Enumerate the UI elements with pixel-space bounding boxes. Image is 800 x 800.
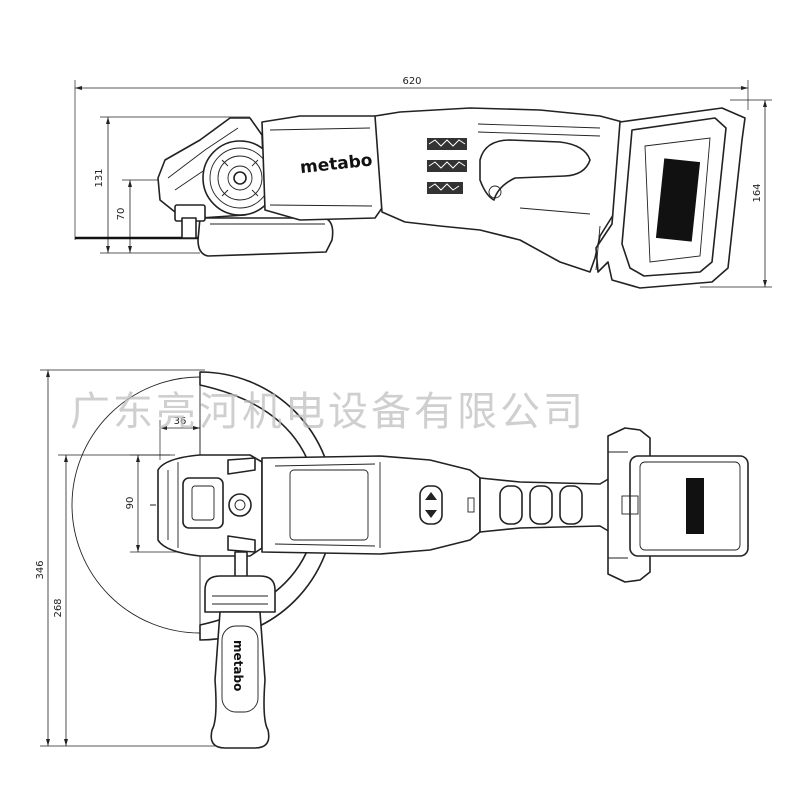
dim-131-label: 131 — [94, 168, 105, 187]
dim-164-label: 164 — [752, 183, 763, 202]
dim-36-label: 36 — [174, 416, 187, 427]
top-switch-button — [419, 485, 443, 525]
top-view: 346 268 36 90 — [35, 369, 749, 749]
top-motor-housing — [261, 455, 481, 555]
dim-90-label: 90 — [125, 497, 136, 510]
dim-70-label: 70 — [116, 208, 127, 221]
top-spindle-lock — [228, 493, 252, 517]
side-trigger — [479, 139, 591, 201]
company-watermark: 广东亮河机电设备有限公司 — [70, 389, 586, 435]
side-battery — [595, 107, 746, 289]
top-grip-pads — [499, 485, 583, 525]
dim-268-label: 268 — [53, 598, 64, 617]
dim-268: 268 — [53, 454, 170, 746]
dim-131: 131 — [94, 116, 250, 254]
side-vent-grille — [427, 138, 467, 194]
top-aux-handle: metabo — [204, 551, 276, 749]
dim-620: 620 — [74, 76, 749, 240]
side-view: 620 131 70 164 — [74, 76, 772, 289]
side-guard — [197, 217, 334, 257]
top-battery — [607, 427, 749, 583]
dim-346: 346 — [35, 369, 215, 747]
dim-346-label: 346 — [35, 560, 46, 579]
dim-164: 164 — [700, 99, 772, 288]
dim-620-label: 620 — [402, 76, 421, 87]
handle-brand-logo: metabo — [231, 640, 245, 691]
